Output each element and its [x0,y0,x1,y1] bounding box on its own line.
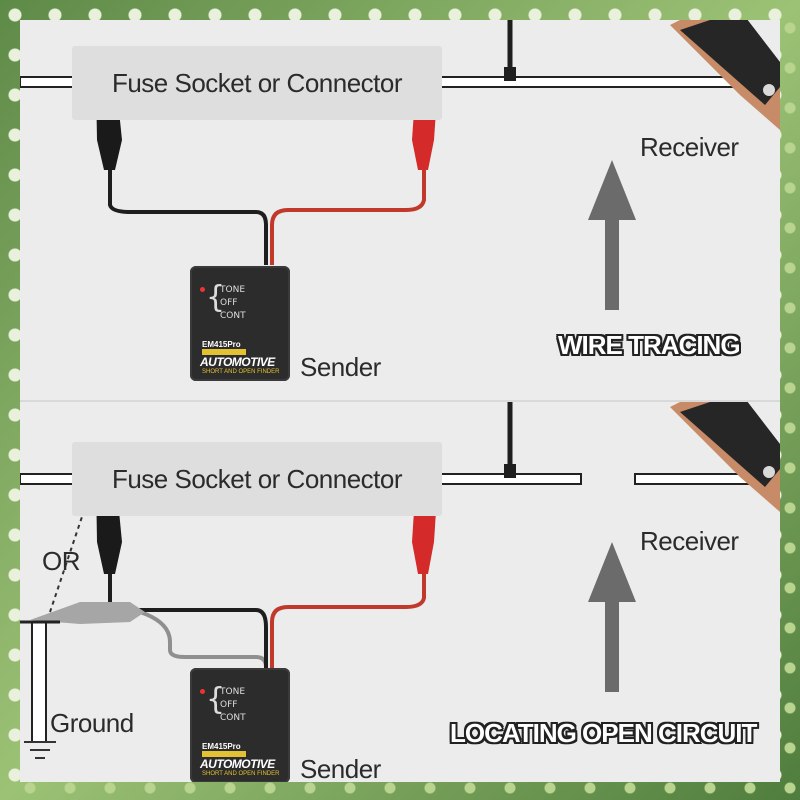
grey-clip [30,602,145,624]
switch-tone-label: TONE [220,285,246,295]
black-lead [108,170,268,265]
sender-device: { TONE OFF CONT EM415Pro AUTOMOTIVE SHOR… [190,266,290,381]
sender-label: Sender [300,754,381,782]
switch-off-label: OFF [220,298,238,308]
open-circuit-caption: LOCATING OPEN CIRCUIT [450,718,757,748]
bottom-diagram [20,402,780,759]
model-code: EM415Pro [202,742,241,751]
red-lead [270,572,426,672]
switch-brace: { [206,682,226,717]
cable-boot [504,67,516,81]
switch-off-label: OFF [220,700,238,710]
switch-cont-label: CONT [220,311,246,321]
receiver-probe [670,402,780,512]
red-lead [270,170,426,265]
switch-tone-label: TONE [220,687,246,697]
wire-right-segment-broken [634,473,780,485]
ground-symbol [24,741,56,759]
ground-lead [139,610,268,668]
cable-boot [504,464,516,478]
model-subtitle: SHORT AND OPEN FINDER [202,369,280,375]
or-label: OR [42,546,81,576]
connector-label: Fuse Socket or Connector [72,442,442,516]
model-code: EM415Pro [202,340,241,349]
sender-device: { TONE OFF CONT EM415Pro AUTOMOTIVE SHOR… [190,668,290,782]
switch-cont-label: CONT [220,713,246,723]
switch-brace: { [206,280,226,315]
wire-mid-segment [417,473,582,485]
up-arrow [588,542,636,692]
model-name: AUTOMOTIVE [200,757,275,771]
yellow-tag [202,349,246,355]
open-circuit-panel: Fuse Socket or Connector Receiver Sender… [20,400,780,782]
model-name: AUTOMOTIVE [200,355,275,369]
sender-label: Sender [300,352,381,382]
mode-switch-labels: TONE OFF CONT [202,686,246,725]
up-arrow [588,160,636,310]
model-subtitle: SHORT AND OPEN FINDER [202,771,280,777]
receiver-probe [670,20,780,130]
ground-post [31,621,47,743]
receiver-label: Receiver [640,526,739,556]
receiver-label: Receiver [640,132,739,162]
wire-tracing-caption: WIRE TRACING [558,330,741,360]
ground-label: Ground [50,708,134,738]
status-led [200,689,205,694]
status-led [200,287,205,292]
wire-tracing-panel: Fuse Socket or Connector Receiver Sender… [20,20,780,400]
yellow-tag [202,751,246,757]
mode-switch-labels: TONE OFF CONT [202,284,246,323]
connector-label: Fuse Socket or Connector [72,46,442,120]
or-dotted-line [49,486,93,613]
